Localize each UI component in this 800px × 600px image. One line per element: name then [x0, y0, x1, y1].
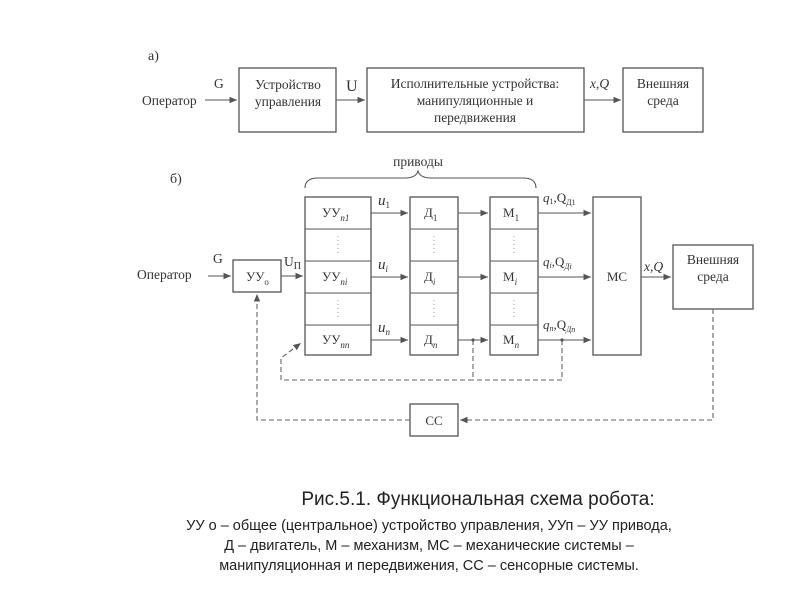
signal-g-label-b: G [213, 251, 223, 266]
drive-controls-column: УУп1 УУпi УУпп [304, 196, 372, 356]
actuators-line3: передвижения [434, 110, 516, 125]
motors-column-frame [409, 196, 459, 356]
drives-brace [304, 169, 537, 189]
inner-feedback-line-output [473, 340, 563, 381]
actuators-line1: Исполнительные устройства: [391, 76, 560, 91]
signal-u1: u1 [378, 193, 390, 210]
signal-un: uп [378, 320, 391, 337]
signal-ui: ui [378, 257, 389, 274]
diagram-a: а) Оператор G Устройство управления U Ис… [142, 49, 704, 133]
mechanism-n: Мп [503, 332, 520, 350]
environment-a-line2: среда [647, 93, 678, 108]
environment-b-line2: среда [697, 269, 728, 284]
sensor-feedback-to-central [253, 294, 410, 421]
mechanisms-column: М1 Мi Мп [489, 196, 539, 356]
inner-feedback-line [280, 340, 474, 381]
operator-label-b: Оператор [137, 267, 192, 282]
central-control-box [232, 259, 282, 293]
drives-label: приводы [393, 154, 443, 169]
drive-controls-column-frame [304, 196, 372, 356]
mech-systems-label: МС [607, 269, 627, 284]
signal-up-label: UП [284, 254, 301, 272]
environment-box-a [622, 67, 704, 133]
caption-line-2: Д – двигатель, М – механизм, МС – механи… [224, 538, 635, 554]
sensor-feedback-from-env [460, 309, 714, 424]
operator-label-a: Оператор [142, 93, 197, 108]
drive-control-n: УУпп [322, 332, 350, 350]
environment-box-b [672, 244, 754, 310]
drive-control-i: УУпi [322, 269, 348, 287]
mechanism-1: М1 [503, 205, 519, 223]
actuators-box [366, 67, 585, 133]
diagram-b-label: б) [170, 172, 182, 187]
mech-systems-box [592, 196, 642, 356]
diagram-a-label: а) [148, 49, 159, 64]
environment-b-line1: Внешняя [687, 252, 739, 267]
signal-g-label-a: G [214, 76, 224, 91]
motors-column: Д1 Дi Дп [409, 196, 459, 356]
control-device-line1: Устройство [255, 77, 321, 92]
signal-xq-label-b: x,Q [643, 259, 663, 274]
actuators-line2: манипуляционные и [417, 93, 534, 108]
output-n-label: qп,QДп [543, 317, 575, 334]
central-control-label: УУо [246, 269, 269, 287]
sensors-box [409, 403, 459, 437]
motor-n: Дп [424, 332, 438, 350]
environment-a-line1: Внешняя [637, 76, 689, 91]
diagram-b: б) приводы Оператор G УУо UП УУп1 УУпi У… [137, 154, 754, 437]
motor-i: Дi [424, 269, 436, 287]
drive-control-1: УУп1 [322, 205, 349, 223]
output-i-label: qi,QДi [543, 254, 572, 271]
mechanism-i: Мi [503, 269, 518, 287]
caption-line-3: манипуляционная и передвижения, СС – сен… [219, 558, 639, 574]
control-device-line2: управления [255, 94, 321, 109]
caption-title: Рис.5.1. Функциональная схема робота: [301, 489, 654, 510]
sensors-label: СС [425, 413, 442, 428]
signal-xq-label-a: x,Q [589, 76, 609, 91]
output-1-label: q1,QД1 [543, 190, 576, 207]
mechanisms-column-frame [489, 196, 539, 356]
signal-u-label: U [346, 78, 358, 95]
caption-line-1: УУ о – общее (центральное) устройство уп… [186, 518, 672, 534]
caption: Рис.5.1. Функциональная схема робота: УУ… [186, 489, 672, 574]
motor-1: Д1 [424, 205, 437, 223]
